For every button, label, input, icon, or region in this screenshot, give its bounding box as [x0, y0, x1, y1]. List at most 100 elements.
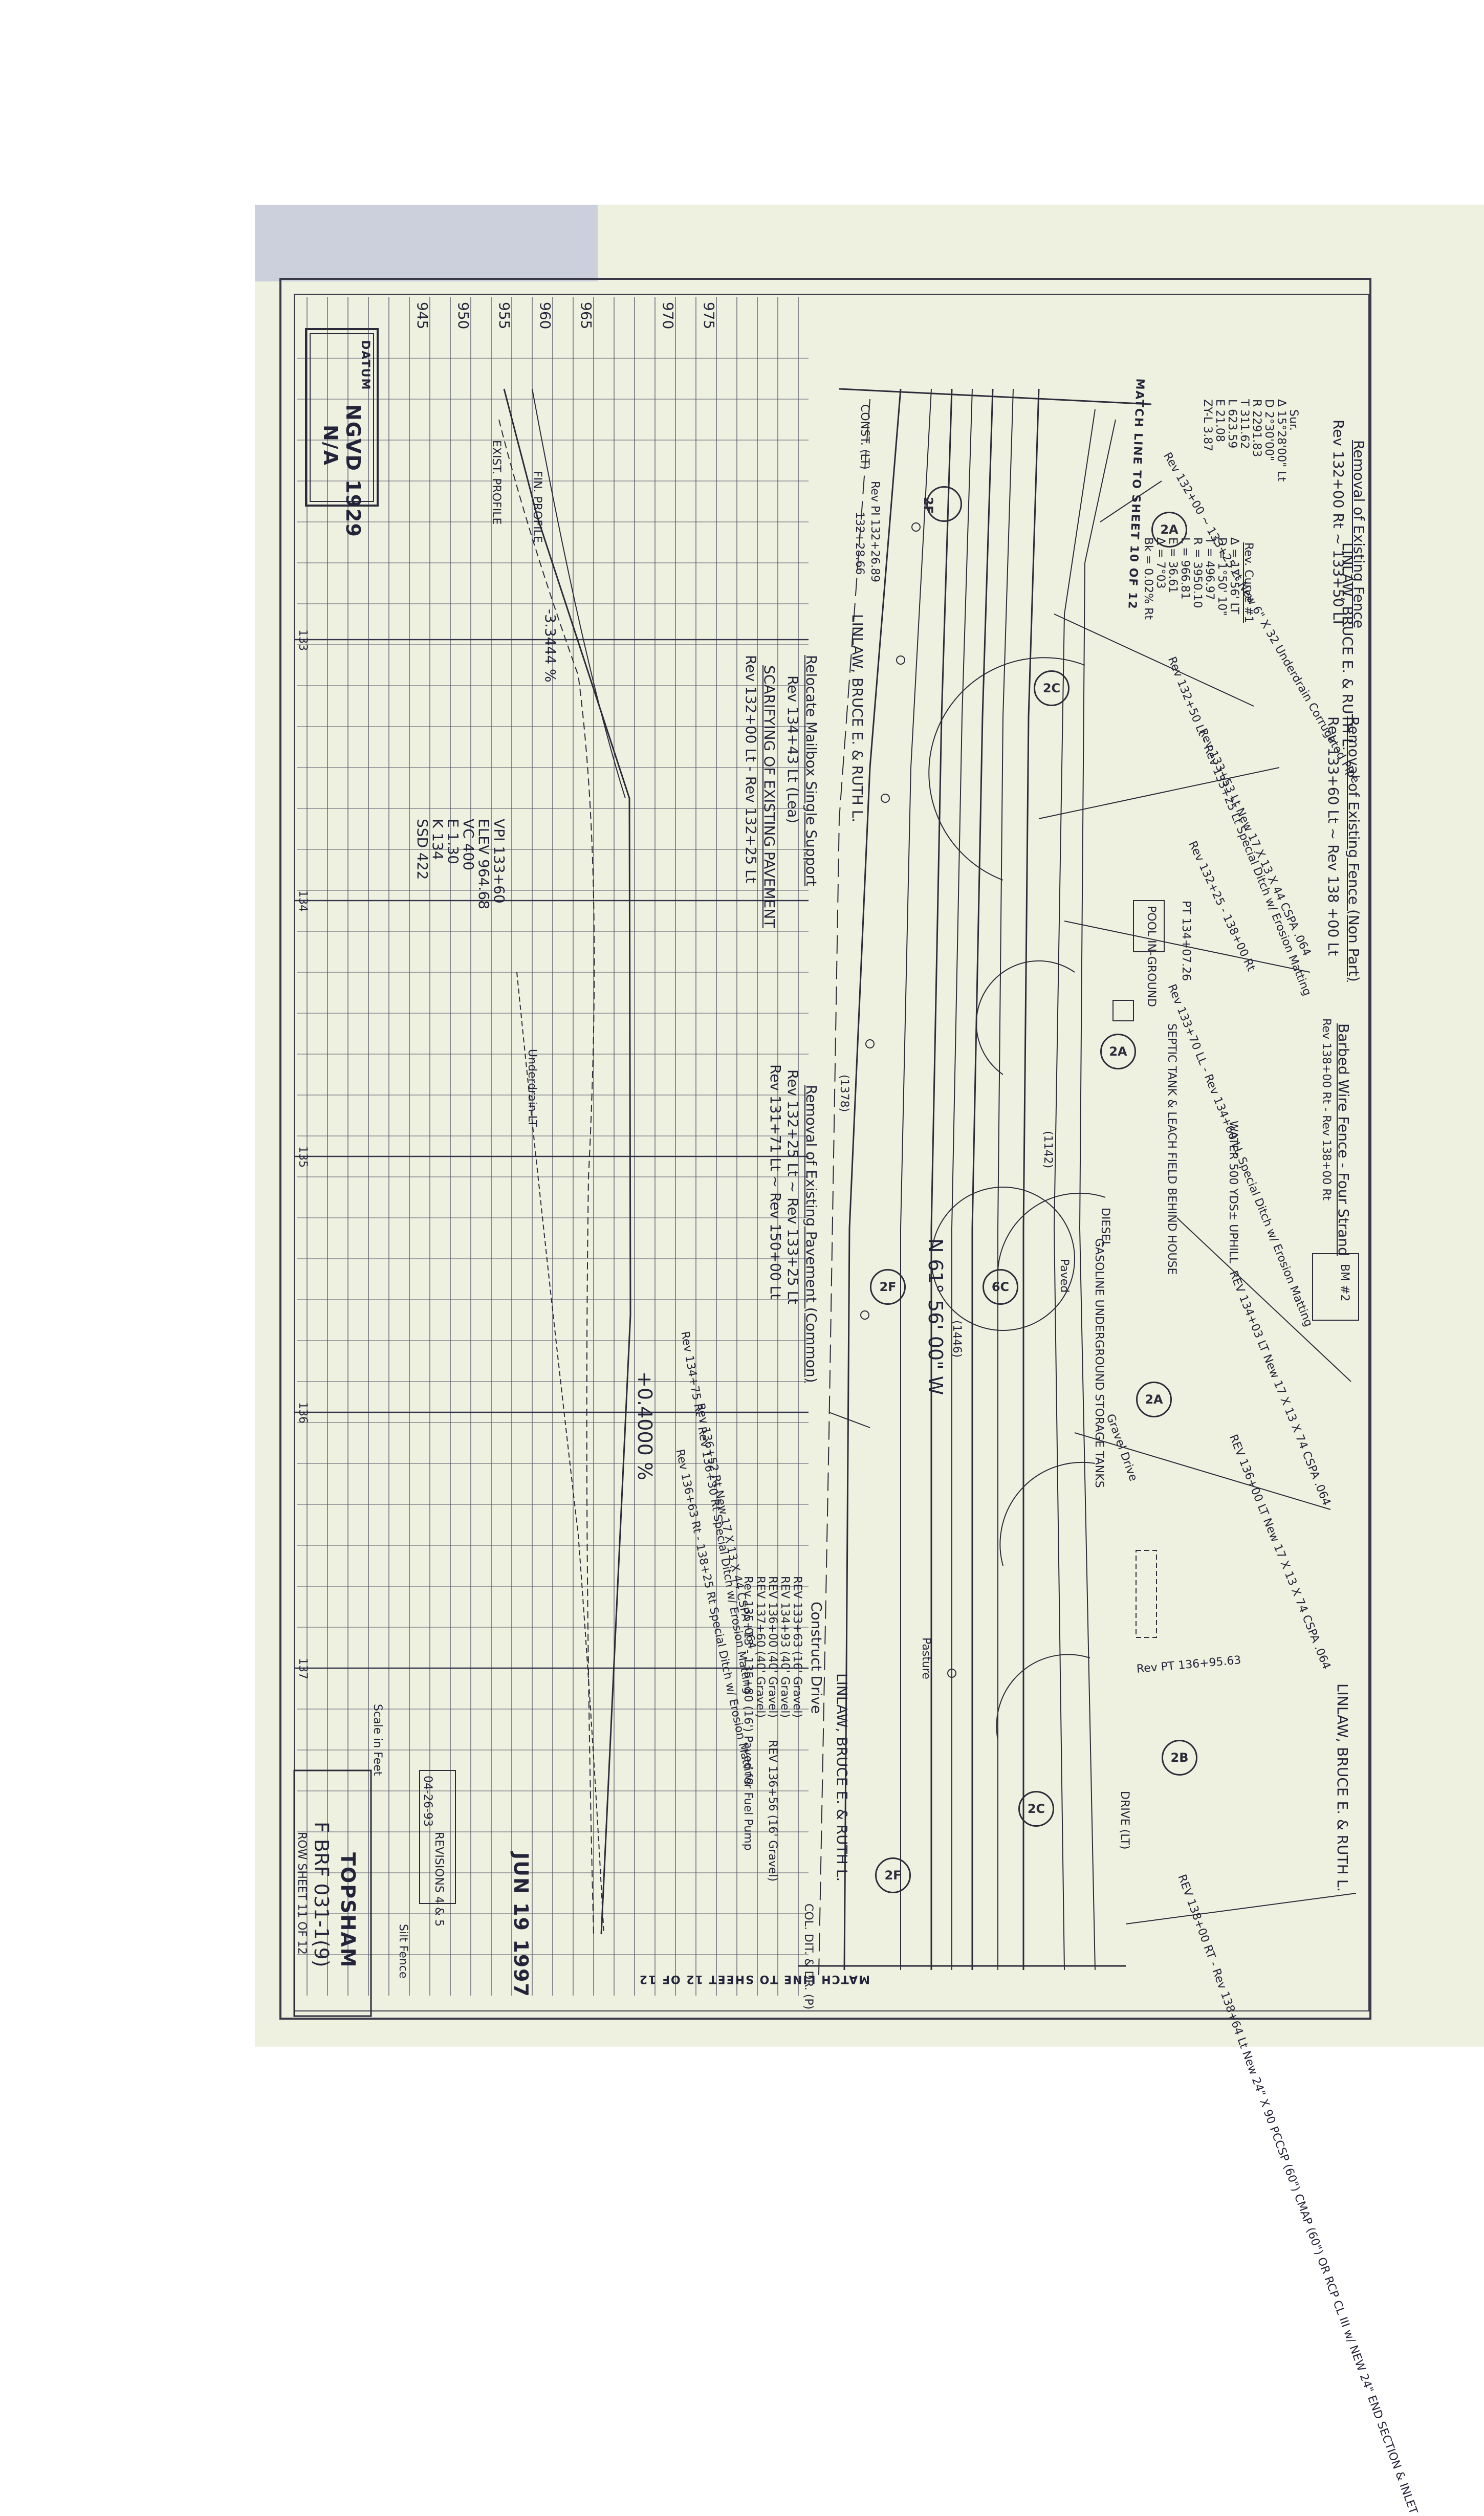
sheet-inner-border — [294, 294, 1369, 2011]
gasoline-label: GASOLINE UNDERGROUND STORAGE TANKS — [1093, 1238, 1105, 1488]
parcel-2a-marker: 2A — [1100, 1034, 1136, 1069]
revision-date: 04-26-93 — [421, 1776, 434, 1827]
driveway-rt: REV 136+56 (16' Gravel) — [766, 1740, 779, 1882]
profile-grid-horizontal — [297, 358, 809, 1955]
existing-profile-line — [498, 419, 595, 1935]
removal-fence-1-title: Removal of Existing Fence — [1350, 440, 1367, 629]
elevation-label: 970 — [660, 302, 676, 330]
owner-label: LINLAW, BRUCE E. & RUTH L. — [849, 614, 866, 823]
datum-horizontal: N/A — [319, 425, 342, 467]
curve-line: R = 3950.10 — [1191, 537, 1204, 608]
parcel-2c-marker: 2C — [1034, 670, 1070, 706]
removal-fence-1-range: Rev 132+00 Rt ~ 133+50 LT — [1330, 420, 1347, 627]
parcel-label: 2C — [1027, 1802, 1045, 1816]
removal-pavement-range-1: Rev 132+25 Lt ~ Rev 133+25 Lt — [784, 1069, 801, 1305]
vc-line: E 1.30 — [445, 819, 462, 864]
parcel-2c-marker: 2C — [1018, 1791, 1054, 1827]
station-label: 134 — [296, 890, 309, 912]
relocate-mailbox-range: Rev 134+43 Lt (Lea) — [784, 675, 801, 824]
scarifying-range: Rev 132+00 Lt - Rev 132+25 Lt — [743, 655, 759, 883]
curve-line: T = 496.97 — [1203, 537, 1216, 600]
driveway-row: REV 133+63 (16' Gravel) — [791, 1576, 803, 1718]
station-label: 133 — [296, 629, 309, 651]
scan-background-blue — [255, 205, 598, 281]
scan-background-paper — [255, 205, 1484, 2047]
match-line-top — [839, 388, 1152, 405]
plan-road-lines — [818, 388, 1116, 1976]
fin-profile-label: FIN. PROFILE — [531, 471, 543, 543]
bm-label: BM #2 — [1338, 1264, 1351, 1302]
leader-lines — [828, 480, 1357, 1924]
project-label: F BRF 031-1(9) — [310, 1822, 333, 1967]
barbed-wire-range: Rev 138+00 Rt - Rev 138+00 Rt — [1320, 1018, 1333, 1201]
curve-left-line: E 21.08 — [1213, 399, 1226, 442]
date-stamp: JUN 19 1997 — [510, 1852, 532, 1998]
datum-label: DATUM — [359, 340, 372, 391]
town-label: TOPSHAM — [337, 1852, 359, 1968]
profile-grid — [307, 297, 799, 1996]
curve-line: Bk = 0.02% Rt — [1142, 537, 1154, 620]
elevation-label: 965 — [578, 302, 595, 330]
curve-title: Rev. Curve #1 — [1242, 542, 1255, 623]
station-lines — [294, 639, 809, 1669]
driveway-arcs — [928, 657, 1106, 1740]
paved-label: Paved — [1058, 1259, 1071, 1293]
driveway-row: REV 134+93 (40' Gravel) — [778, 1576, 791, 1718]
parcel-label: 2F — [921, 497, 936, 514]
parcel-label: 2F — [884, 1868, 902, 1883]
curve-line: L = 966.81 — [1179, 537, 1191, 600]
underdrain-lt-label: Underdrain LT — [526, 1049, 538, 1127]
bearing-label: N 61° 56' 00" W — [924, 1238, 947, 1395]
revisions-label: REVISIONS 4 & 5 — [432, 1832, 445, 1927]
datum-box — [305, 328, 379, 507]
station-label: 136 — [296, 1402, 309, 1424]
owner-label: LINLAW, BRUCE E. & RUTH L. — [834, 1673, 850, 1882]
rev-pi-label: Rev PI 132+26.89 — [868, 481, 881, 582]
curve-left-line: T 311.62 — [1238, 399, 1251, 449]
elevation-label: 975 — [701, 302, 717, 330]
elevation-label: 950 — [455, 302, 472, 330]
centerline-markers — [860, 522, 956, 1678]
parcel-2b-marker: 2B — [1162, 1740, 1197, 1776]
curve-left-line: D 2°30'00" — [1262, 399, 1275, 462]
driveway-row: Rev 135+13 - 135+80 (16') Paved for Fuel… — [741, 1576, 754, 1851]
dashed-box — [1136, 1550, 1157, 1638]
parcel-label: 2A — [1160, 522, 1179, 537]
pt-label: PT 134+07.26 — [1180, 901, 1192, 981]
dim-label: (1446) — [950, 1320, 963, 1358]
const-label: CONST. (LT) — [858, 404, 871, 470]
tank-box — [1112, 1000, 1134, 1021]
datum-vertical: NGVD 1929 — [342, 404, 364, 538]
plan-profile-drawing — [279, 278, 1371, 2020]
parcel-label: 2C — [1042, 681, 1061, 695]
grade-2: +0.4000 % — [634, 1371, 656, 1480]
owner-label: LINLAW, BRUCE E. & RUTH L. — [1334, 1683, 1351, 1892]
pool-label: POOL IN-GROUND — [1145, 906, 1158, 1007]
curve-left-line: L 623.59 — [1226, 399, 1238, 449]
parcel-6c-marker: 6C — [983, 1269, 1018, 1305]
elevation-label: 960 — [537, 302, 554, 330]
parcel-2f-marker: 2F — [921, 486, 962, 522]
removal-pavement-note: Removal of Existing Pavement (Common) — [803, 1085, 820, 1383]
water-note: WATER 500 YDS± UPHILL — [1227, 1121, 1239, 1264]
rev-pi-label-2: 132+28.66 — [853, 512, 866, 575]
scale-label: Scale in Feet — [371, 1704, 384, 1776]
vc-line: VC 400 — [460, 819, 477, 871]
curve-line: Δ = 17°56' LT — [1228, 537, 1240, 615]
pasture-label: Pasture — [920, 1637, 932, 1679]
removal-pavement-range-2: Rev 131+71 Lt ~ Rev 150+00 Lt — [767, 1064, 784, 1300]
septic-note: SEPTIC TANK & LEACH FIELD BEHIND HOUSE — [1165, 1023, 1178, 1275]
parcel-2f-marker: 2F — [870, 1269, 906, 1305]
barbed-wire-title: Barbed Wire Fence - Four Strand — [1335, 1023, 1352, 1256]
parcel-label: 6C — [991, 1280, 1010, 1294]
station-label: 137 — [296, 1658, 309, 1679]
dim-label: (1142) — [1041, 1131, 1054, 1169]
col-dit-label: COL. DIT. & DR. (P) — [802, 1904, 815, 2010]
vc-line: K 134 — [429, 819, 446, 860]
match-line-bottom-label: MATCH LINE TO SHEET 12 OF 12 — [638, 1973, 870, 1985]
station-label: 135 — [296, 1146, 309, 1168]
curve-left-line: ZY-L 3.87 — [1201, 399, 1214, 452]
pool-box — [1133, 900, 1165, 952]
revisions-box — [419, 1770, 456, 1904]
curve-line: D = 1°50' 10" — [1215, 537, 1228, 616]
